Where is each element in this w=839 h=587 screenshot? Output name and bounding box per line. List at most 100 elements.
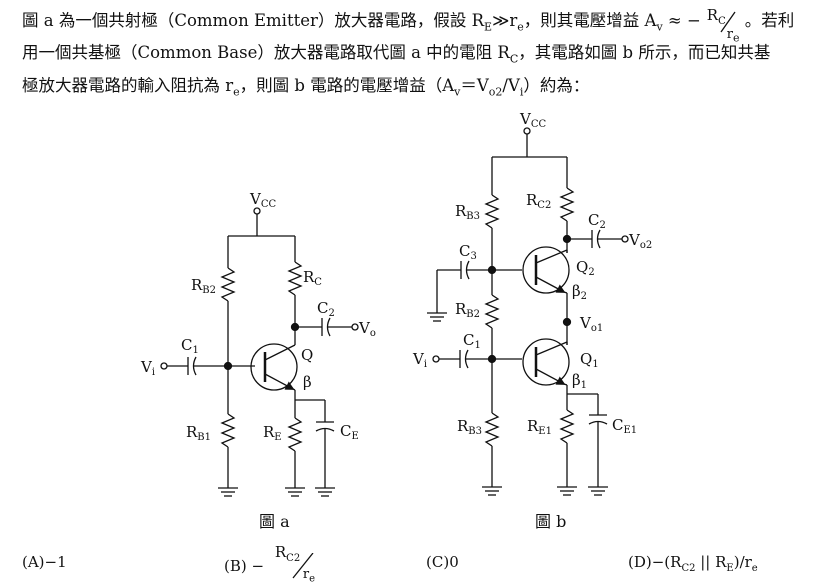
option-d-sub: E — [726, 563, 734, 574]
q-text: 用一個共基極（Common Base）放大器電路取代圖 a 中的電阻 R — [22, 43, 510, 63]
resistor-rb3-top-b — [484, 194, 500, 229]
option-b-denominator: r — [302, 567, 310, 582]
option-d-sub: e — [751, 563, 758, 574]
resistor-rc2-b — [559, 187, 575, 222]
question-text: 圖 a 為一個共射極（Common Emitter）放大器電路，假設 RE≫re… — [22, 6, 827, 105]
option-d[interactable]: (D)−(RC2 || RE)/re — [628, 553, 758, 574]
figure-a — [160, 207, 359, 497]
question-line-3: 極放大器電路的輸入阻抗為 re，則圖 b 電路的電壓增益（Av＝Vo2/Vi）約… — [22, 73, 827, 105]
q-sub: e — [517, 20, 524, 34]
question-line-1: 圖 a 為一個共射極（Common Emitter）放大器電路，假設 RE≫re… — [22, 6, 827, 45]
label-re1-b: RE1 — [527, 417, 552, 437]
q-sub: e — [233, 84, 240, 98]
label-ce1-b: CE1 — [612, 416, 637, 436]
resistor-re1-b — [559, 409, 575, 444]
question-line-2: 用一個共基極（Common Base）放大器電路取代圖 a 中的電阻 RC，其電… — [22, 40, 827, 72]
q-text: 。若利 — [744, 11, 795, 30]
option-d-text: −(R — [651, 553, 682, 571]
vcc-terminal-a — [253, 207, 261, 215]
option-a-value: −1 — [44, 553, 67, 571]
label-rb3-bot-b: RB3 — [457, 417, 482, 437]
fraction-slash — [292, 553, 314, 579]
q-sub: C — [509, 52, 519, 66]
transistor-q-a — [250, 343, 298, 391]
label-vo2-b: Vo2 — [628, 231, 652, 251]
label-vi-b: Vi — [412, 350, 427, 370]
caption-figure-a: 圖 a — [259, 512, 290, 531]
label-c1-a: C1 — [181, 336, 199, 356]
label-c2-a: C2 — [317, 299, 335, 319]
option-c-label: (C) — [426, 553, 450, 571]
option-a[interactable]: (A)−1 — [22, 553, 67, 571]
label-rb2-b: RB2 — [455, 300, 480, 320]
option-b-den-sub: e — [309, 573, 316, 585]
label-q2-b: Q2 — [576, 258, 595, 278]
q-sub: E — [484, 20, 493, 34]
option-d-text: )/r — [733, 553, 752, 571]
label-rc2-b: RC2 — [526, 191, 551, 211]
option-a-label: (A) — [22, 553, 45, 571]
q-text: ≫r — [492, 11, 518, 30]
resistor-rc-a — [287, 261, 303, 296]
option-d-label: (D) — [628, 553, 652, 571]
fraction-slash — [720, 11, 736, 33]
caption-figure-b: 圖 b — [535, 512, 566, 531]
resistor-rb3-bot-b — [484, 412, 500, 447]
label-rc-a: RC — [303, 268, 322, 288]
label-c2-b: C2 — [588, 211, 606, 231]
frac-numerator: R — [706, 6, 719, 24]
option-d-sub: C2 — [681, 563, 696, 574]
label-ce-a: CE — [340, 422, 359, 442]
figure-b — [427, 127, 629, 496]
resistor-rb1-a — [220, 413, 236, 448]
figure-a-labels: VCC RB2 RC C2 Vo C1 Vi Q β RB1 RE CE 圖 a — [140, 190, 376, 531]
label-vi-a: Vi — [140, 358, 155, 378]
q-text: 極放大器電路的輸入阻抗為 r — [22, 75, 234, 95]
frac-den-sub: e — [733, 31, 740, 45]
label-q1-b: Q1 — [580, 350, 599, 370]
resistor-rb2-a — [220, 267, 236, 302]
option-b-fraction: RC2 re — [269, 543, 321, 585]
label-vo1-b: Vo1 — [579, 314, 603, 334]
frac-denominator: r — [726, 27, 734, 42]
label-beta1-b: β1 — [572, 371, 587, 391]
transistor-q1-b — [522, 338, 570, 386]
option-b-num-sub: C2 — [286, 553, 301, 564]
option-b-sign: − — [251, 557, 265, 575]
q-text: 圖 a 為一個共射極（Common Emitter）放大器電路，假設 R — [22, 11, 485, 30]
resistor-rb2-b — [484, 294, 500, 329]
q-text: ＝V — [460, 75, 489, 95]
label-vcc-b: VCC — [519, 110, 546, 130]
label-q-a: Q — [301, 346, 313, 364]
q-sub: v — [454, 84, 461, 98]
option-c-value: 0 — [449, 553, 459, 571]
figure-b-labels: VCC RB3 RC2 C2 Vo2 C3 Q2 β2 RB2 Vo1 C1 V… — [412, 110, 652, 531]
q-text: ≈ − — [662, 11, 701, 30]
label-beta2-b: β2 — [572, 282, 587, 302]
option-b-numerator: R — [274, 543, 287, 561]
label-vo-a: Vo — [358, 319, 376, 339]
q-text: ，則其電壓增益 A — [523, 11, 657, 30]
label-c1-b: C1 — [463, 331, 481, 351]
option-d-text: || R — [695, 553, 727, 571]
q-text: ，其電路如圖 b 所示，而已知共基 — [518, 43, 771, 63]
option-c[interactable]: (C)0 — [426, 553, 459, 571]
transistor-q2-b — [522, 246, 570, 294]
label-re-a: RE — [263, 423, 282, 443]
q-text: ）約為： — [523, 75, 590, 95]
q-sub: o2 — [488, 84, 503, 98]
label-rb2-a: RB2 — [191, 276, 216, 296]
option-b-label: (B) — [224, 557, 247, 575]
q-sub: i — [519, 84, 524, 98]
q-text: /V — [502, 75, 520, 95]
label-vcc-a: VCC — [249, 190, 276, 210]
label-rb1-a: RB1 — [186, 423, 211, 443]
q-text: ，則圖 b 電路的電壓增益（A — [239, 75, 455, 95]
option-b[interactable]: (B) − RC2 re — [224, 543, 321, 585]
label-rb3-top-b: RB3 — [455, 202, 480, 222]
label-c3-b: C3 — [459, 242, 477, 262]
resistor-re-a — [287, 417, 303, 452]
label-beta-a: β — [303, 373, 312, 391]
